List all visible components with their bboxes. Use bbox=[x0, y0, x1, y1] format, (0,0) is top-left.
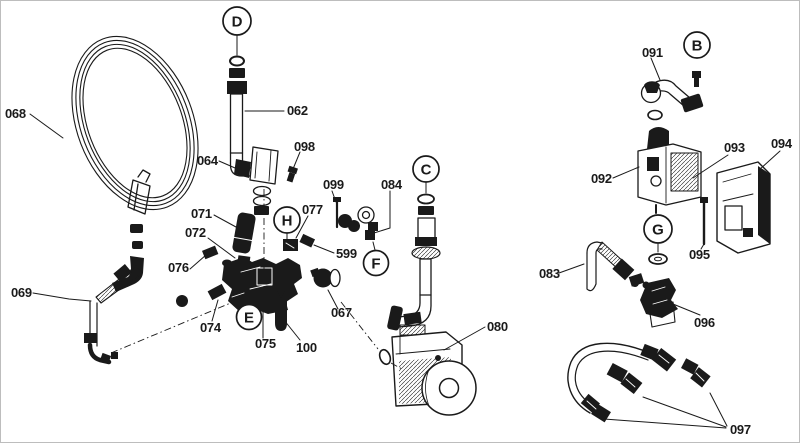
svg-text:E: E bbox=[244, 310, 254, 327]
part-label-075: 075 bbox=[255, 336, 276, 351]
svg-text:G: G bbox=[652, 222, 664, 239]
leader-097-a bbox=[603, 418, 727, 429]
part-076-bolt bbox=[202, 245, 219, 260]
part-098-bolt bbox=[286, 165, 298, 183]
part-C-pipe bbox=[387, 181, 441, 336]
leader-083 bbox=[558, 263, 585, 274]
leader-071 bbox=[213, 214, 237, 228]
leader-096 bbox=[672, 303, 701, 316]
part-094-bracket bbox=[716, 161, 771, 254]
balloon-F: F bbox=[362, 249, 390, 277]
part-label-071: 071 bbox=[191, 206, 212, 221]
leader-095 bbox=[700, 243, 705, 250]
part-label-074: 074 bbox=[200, 320, 222, 335]
leader-599 bbox=[313, 244, 335, 254]
part-label-064: 064 bbox=[197, 153, 219, 168]
part-label-068: 068 bbox=[5, 106, 26, 121]
part-599-bolt bbox=[299, 233, 316, 248]
part-label-095: 095 bbox=[689, 247, 710, 262]
part-099-084-cluster bbox=[333, 197, 378, 251]
part-label-077: 077 bbox=[302, 202, 323, 217]
part-label-067: 067 bbox=[331, 305, 352, 320]
svg-text:F: F bbox=[371, 256, 380, 273]
part-label-092: 092 bbox=[591, 171, 612, 186]
part-068-ring bbox=[71, 35, 199, 215]
leader-068 bbox=[29, 113, 64, 139]
part-077-fitting bbox=[283, 239, 298, 251]
part-074-nut bbox=[176, 295, 188, 307]
leader-076 bbox=[189, 254, 207, 270]
leader-074 bbox=[211, 299, 219, 322]
part-B-bolt bbox=[692, 71, 701, 87]
part-label-099: 099 bbox=[323, 177, 344, 192]
part-label-096: 096 bbox=[694, 315, 715, 330]
leader-097-c bbox=[709, 392, 728, 427]
leader-084 bbox=[373, 190, 391, 234]
part-label-091: 091 bbox=[642, 45, 663, 60]
part-080-pump bbox=[378, 331, 477, 416]
balloon-C: C bbox=[412, 155, 440, 183]
part-o-ring bbox=[378, 348, 392, 366]
leader-092 bbox=[612, 166, 640, 179]
part-083-hose bbox=[586, 241, 639, 292]
svg-text:B: B bbox=[692, 38, 703, 55]
leader-064 bbox=[218, 160, 243, 172]
part-096-valve-chain bbox=[628, 243, 678, 328]
part-label-062: 062 bbox=[287, 103, 308, 118]
part-label-069: 069 bbox=[11, 285, 32, 300]
part-label-100: 100 bbox=[296, 340, 317, 355]
balloon-E: E bbox=[235, 303, 263, 331]
part-069-pipe bbox=[84, 265, 143, 365]
part-labels-layer: 068 069 062 064 098 099 084 071 072 077 599 076 074 0… bbox=[5, 45, 793, 437]
leader-lines bbox=[29, 57, 781, 429]
balloon-labels-layer: D B C H F E G bbox=[222, 6, 711, 331]
part-097-hose-assembly bbox=[567, 342, 711, 423]
balloon-B: B bbox=[683, 31, 711, 59]
part-095-pin bbox=[700, 197, 708, 246]
leader-077 bbox=[295, 215, 309, 239]
part-100-plunger bbox=[275, 291, 287, 331]
part-label-599: 599 bbox=[336, 246, 357, 261]
svg-text:H: H bbox=[282, 213, 293, 230]
leader-097-b bbox=[642, 396, 727, 428]
leader-067 bbox=[327, 289, 339, 310]
svg-text:D: D bbox=[232, 14, 243, 31]
part-091-elbow bbox=[640, 71, 704, 121]
part-label-076: 076 bbox=[168, 260, 189, 275]
part-valve-cluster-E-H bbox=[176, 212, 341, 331]
part-label-097: 097 bbox=[730, 422, 751, 437]
part-label-072: 072 bbox=[185, 225, 206, 240]
balloon-D: D bbox=[222, 6, 252, 36]
balloon-G: G bbox=[643, 214, 673, 244]
leader-072 bbox=[207, 237, 236, 259]
leader-100 bbox=[283, 319, 301, 341]
leader-099 bbox=[331, 190, 337, 203]
part-092-valve bbox=[637, 127, 702, 214]
part-label-083: 083 bbox=[539, 266, 560, 281]
leader-098 bbox=[292, 151, 301, 170]
svg-text:C: C bbox=[421, 162, 432, 179]
leader-094 bbox=[758, 150, 781, 171]
part-label-094: 094 bbox=[771, 136, 793, 151]
leader-080 bbox=[443, 326, 486, 351]
leader-069 bbox=[32, 292, 92, 302]
part-label-093: 093 bbox=[724, 140, 745, 155]
part-062-pipe-assembly bbox=[227, 34, 298, 215]
balloon-H: H bbox=[273, 206, 301, 234]
part-label-098: 098 bbox=[294, 139, 315, 154]
part-label-084: 084 bbox=[381, 177, 403, 192]
centerlines bbox=[110, 189, 403, 370]
part-label-080: 080 bbox=[487, 319, 508, 334]
leader-091 bbox=[650, 57, 661, 81]
part-067-fitting bbox=[310, 267, 341, 288]
leader-093 bbox=[692, 154, 729, 179]
